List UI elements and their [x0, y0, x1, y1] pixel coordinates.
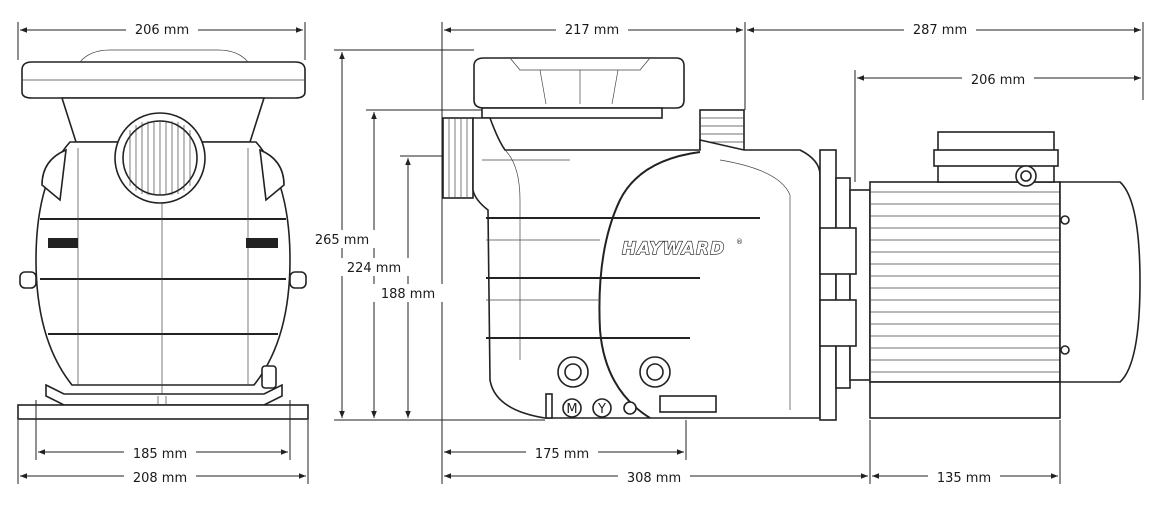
- brand-label: HAYWARD: [622, 239, 725, 259]
- registered-mark: ®: [736, 238, 743, 246]
- dim-overall-length: 308 mm: [627, 471, 681, 486]
- dim-motor-overall-length: 287 mm: [913, 23, 967, 38]
- dim-outlet-height: 224 mm: [347, 261, 401, 276]
- side-view: HAYWARD ® M Y: [442, 57, 1141, 421]
- dim-motor-base-length: 135 mm: [937, 471, 991, 486]
- dimension-labels: 206 mm 185 mm 208 mm 217 mm 287 mm 206 m…: [133, 23, 1025, 486]
- drain-mark-m: M: [566, 402, 577, 417]
- dim-front-overall-width: 208 mm: [133, 471, 187, 486]
- dim-total-height: 265 mm: [315, 233, 369, 248]
- drain-mark-y: Y: [597, 402, 606, 417]
- dim-motor-body-length: 206 mm: [971, 73, 1025, 88]
- dim-base-to-drain: 175 mm: [535, 447, 589, 462]
- dim-front-base-width: 185 mm: [133, 447, 187, 462]
- dim-side-top-to-outlet: 217 mm: [565, 23, 619, 38]
- front-view: [17, 49, 309, 420]
- dim-inlet-height: 188 mm: [381, 287, 435, 302]
- dim-front-top-width: 206 mm: [135, 23, 189, 38]
